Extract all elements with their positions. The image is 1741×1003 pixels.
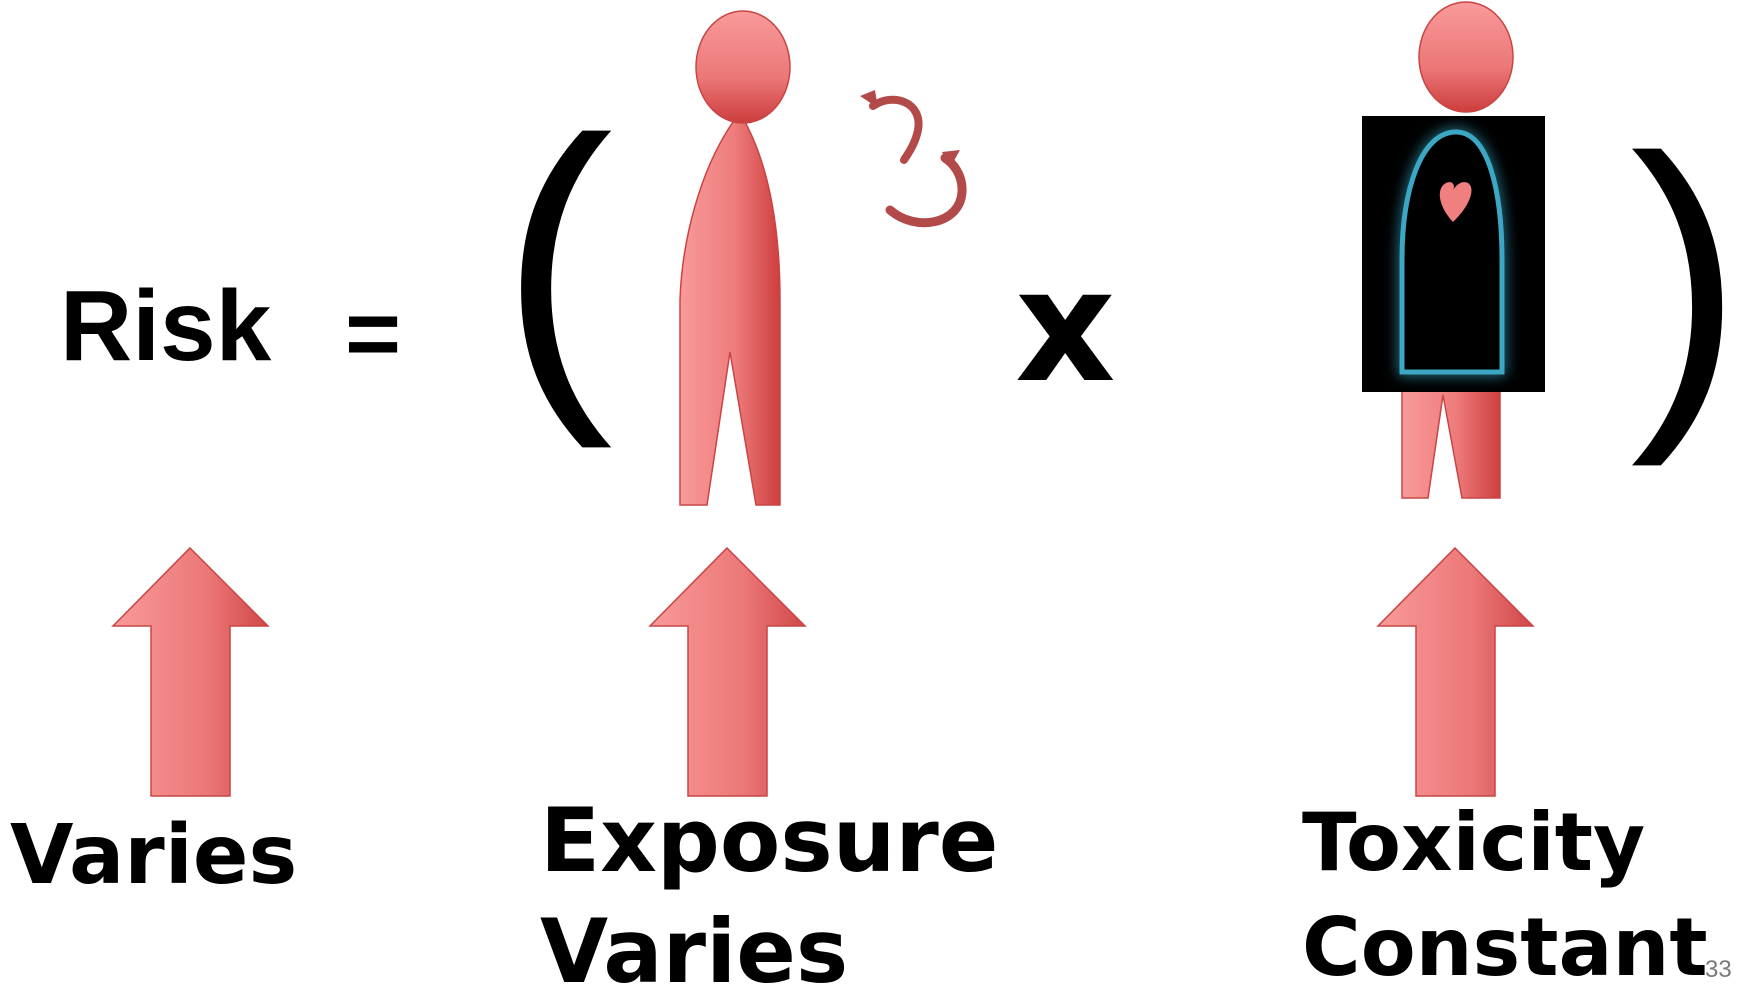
equals-sign: =	[345, 286, 401, 382]
risk-varies-label: Varies	[10, 815, 297, 897]
xray-person-icon	[1362, 2, 1545, 498]
rotate-arrows-icon	[860, 90, 962, 223]
exposure-varies-label: Varies	[540, 908, 848, 996]
exposure-label: Exposure	[540, 797, 998, 885]
up-arrow-icon	[1378, 548, 1533, 796]
toxicity-constant-label: Constant	[1302, 908, 1708, 988]
up-arrow-icon	[113, 548, 268, 796]
up-arrow-icon	[650, 548, 805, 796]
open-parenthesis: (	[500, 90, 613, 430]
multiply-sign: x	[1015, 248, 1116, 404]
risk-term: Risk	[60, 276, 271, 376]
slide-number: 33	[1705, 958, 1732, 982]
toxicity-label: Toxicity	[1302, 803, 1645, 883]
close-parenthesis: )	[1630, 108, 1741, 448]
person-icon	[680, 11, 790, 505]
